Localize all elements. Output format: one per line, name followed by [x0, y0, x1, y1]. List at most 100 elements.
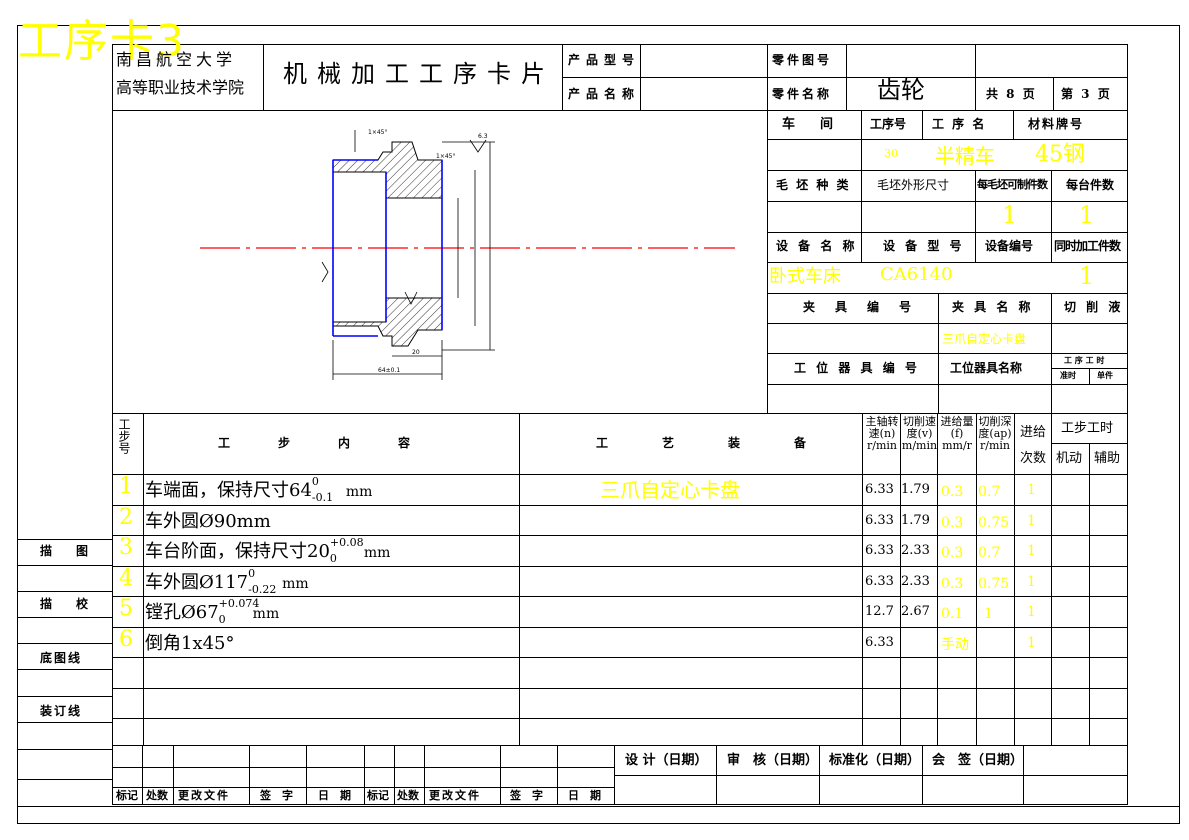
- step-content-text: 车外圆Ø90mm: [145, 511, 271, 532]
- feed-value: 0.3: [941, 515, 964, 531]
- passes-value: 1: [1027, 604, 1036, 620]
- unit-time-label: 单件: [1097, 370, 1113, 380]
- tolerance-upper: 0: [311, 475, 319, 488]
- step-equipment-header: 工 艺 装 备: [596, 436, 817, 450]
- dim-width: 64±0.1: [378, 367, 400, 374]
- aux-time-header: 辅助: [1094, 451, 1121, 466]
- product-name-label: 产品名称: [568, 87, 641, 101]
- step-content-text: 车外圆Ø117: [145, 572, 249, 593]
- step-equipment: 三爪自定心卡盘: [600, 478, 740, 502]
- side-label-binding: 装订线: [40, 704, 83, 718]
- step-number: 4: [119, 566, 133, 591]
- depth-header: 切削深度(ap) r/min: [978, 415, 1012, 452]
- dim-step: 20: [412, 349, 420, 356]
- station-tool-name-label: 工位器具名称: [950, 361, 1023, 375]
- machine-time-header: 机动: [1056, 451, 1083, 466]
- blank-type-label: 毛 坯 种 类: [776, 178, 851, 192]
- footer-sign: 会 签（日期）: [932, 753, 1024, 768]
- coolant-label: 切 削 液: [1064, 300, 1124, 314]
- equip-name-value: 卧式车床: [769, 266, 841, 287]
- step-content: 车外圆Ø90mm: [145, 513, 271, 531]
- equip-no-label: 设备编号: [985, 239, 1034, 253]
- step-number: 3: [119, 535, 133, 560]
- fixture-no-label: 夹 具 编 号: [803, 300, 916, 314]
- material-value: 45钢: [1035, 142, 1085, 167]
- dim-chamfer-right: 1×45°: [436, 153, 455, 160]
- footer-count-1: 处数: [146, 789, 168, 802]
- parts-per-machine-label: 每台件数: [1066, 178, 1115, 192]
- tolerance-lower: -0.1: [311, 491, 334, 504]
- product-model-label: 产品型号: [568, 53, 641, 67]
- op-no-value: 30: [884, 147, 898, 160]
- feed-value: 0.1: [941, 606, 964, 622]
- footer-mark-2: 标记: [367, 789, 389, 802]
- cut-speed-value: 2.33: [901, 574, 930, 589]
- dimension-unit: mm: [363, 545, 391, 561]
- step-content-text: 镗孔Ø67: [145, 602, 219, 623]
- step-number: 2: [119, 505, 133, 530]
- tolerance-lower: 0: [329, 552, 337, 565]
- op-time-label: 工 序 工 时: [1064, 355, 1105, 365]
- feed-value: 0.3: [941, 576, 964, 592]
- workshop-label: 车 间: [782, 117, 840, 132]
- side-label-check: 描 校: [40, 597, 89, 611]
- depth-value: 0.7: [978, 545, 1001, 561]
- side-label-base-no: 底图线: [40, 651, 83, 665]
- step-time-header: 工步工时: [1061, 421, 1114, 436]
- side-label-trace: 描 图: [40, 544, 89, 558]
- cut-speed-value: 1.79: [901, 482, 930, 497]
- parts-per-machine-value: 1: [1079, 201, 1095, 229]
- footer-sig-1: 签 字: [260, 789, 293, 802]
- simultaneous-value: 1: [1079, 262, 1095, 290]
- material-label: 材料牌号: [1028, 117, 1085, 131]
- depth-value: 1: [984, 606, 993, 622]
- dimension-unit: mm: [252, 606, 280, 622]
- footer-mark-1: 标记: [116, 789, 138, 802]
- card-title: 机械加工工序卡片: [283, 60, 555, 88]
- step-number: 1: [119, 474, 133, 499]
- spindle-speed-value: 12.7: [865, 604, 894, 619]
- tolerance-lower: -0.22: [248, 583, 277, 596]
- step-content-text: 倒角1x45°: [145, 633, 235, 654]
- blank-size-label: 毛坯外形尺寸: [877, 178, 950, 192]
- page-number: 第 3 页: [1061, 87, 1112, 101]
- cut-speed-value: 1.79: [901, 513, 930, 528]
- footer-date-2: 日 期: [568, 789, 601, 802]
- cut-speed-value: 2.33: [901, 543, 930, 558]
- step-content: 倒角1x45°: [145, 635, 235, 653]
- passes-value: 1: [1027, 482, 1036, 498]
- op-no-label: 工序号: [870, 117, 907, 131]
- tolerance-upper: +0.074: [218, 597, 260, 610]
- depth-value: 0.75: [978, 576, 1010, 592]
- tolerance-upper: +0.08: [329, 536, 364, 549]
- prep-time-label: 准时: [1060, 370, 1076, 380]
- footer-doc-1: 更改文件: [178, 789, 230, 802]
- op-name-label: 工 序 名: [932, 117, 987, 131]
- step-no-header: 工步号: [117, 418, 131, 454]
- school-name: 南昌航空大学: [116, 50, 237, 69]
- parts-per-blank-value: 1: [1002, 201, 1018, 229]
- step-content-text: 车台阶面，保持尺寸20: [145, 541, 330, 562]
- spindle-speed-value: 6.33: [865, 482, 894, 497]
- spindle-speed-header: 主轴转速(n) r/min: [865, 415, 899, 452]
- feed-value: 手动: [941, 637, 969, 653]
- equip-name-label: 设 备 名 称: [776, 239, 858, 253]
- part-name-value: 齿轮: [877, 76, 925, 104]
- feed-header: 进给量(f) mm/r: [940, 415, 974, 452]
- op-name-value: 半精车: [935, 144, 995, 168]
- spindle-speed-value: 6.33: [865, 635, 894, 650]
- footer-standard: 标准化（日期）: [829, 753, 921, 768]
- fixture-name-label: 夹 具 名 称: [952, 300, 1034, 314]
- station-tool-no-label: 工 位 器 具 编 号: [794, 361, 920, 375]
- part-name-label: 零件名称: [772, 87, 833, 101]
- footer-date-1: 日 期: [318, 789, 351, 802]
- dimension-unit: mm: [345, 484, 373, 500]
- equip-model-label: 设 备 型 号: [883, 239, 965, 253]
- total-pages: 共 8 页: [986, 87, 1037, 101]
- fixture-name-value: 三爪自定心卡盘: [942, 332, 1027, 346]
- dim-roughness: 6.3: [478, 133, 488, 140]
- step-content-header: 工 步 内 容: [218, 436, 419, 450]
